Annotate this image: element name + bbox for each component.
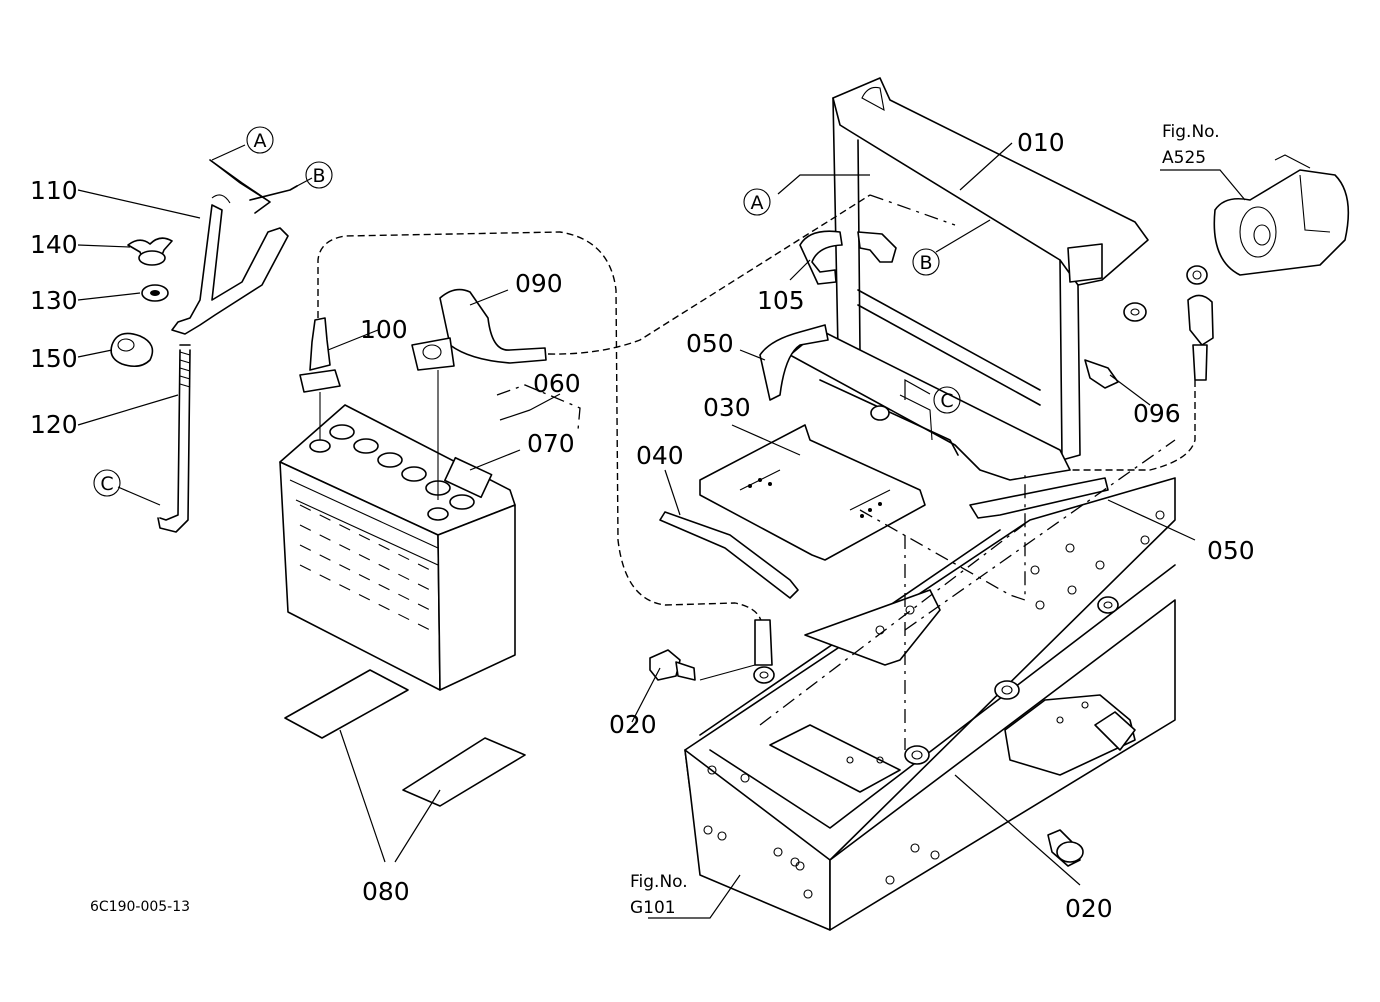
- starter-cable-end: [1186, 265, 1214, 381]
- rubber-sleeve-150: [110, 332, 154, 368]
- label-030: 030: [703, 393, 751, 422]
- assembly-line-4: [904, 439, 1176, 631]
- label-020-left: 020: [609, 710, 657, 739]
- svg-text:B: B: [312, 165, 325, 187]
- battery-bracket-010: [789, 77, 1149, 481]
- assembly-line-1: [859, 470, 1026, 601]
- negative-cable-100: [299, 317, 341, 440]
- svg-text:C: C: [100, 473, 113, 495]
- drawing-code: 6C190-005-13: [90, 899, 190, 915]
- label-080: 080: [362, 877, 410, 906]
- washer-130: [141, 284, 169, 302]
- svg-text:A: A: [751, 192, 764, 214]
- label-130: 130: [30, 286, 78, 315]
- j-bolt-120: [157, 344, 191, 533]
- label-105: 105: [757, 286, 805, 315]
- label-140: 140: [30, 230, 78, 259]
- svg-text:A: A: [254, 130, 267, 152]
- rubber-strip-050-upper: [759, 324, 829, 401]
- positive-cable-run: [547, 194, 871, 355]
- label-100: 100: [360, 315, 408, 344]
- svg-text:C: C: [940, 390, 953, 412]
- clip-096: [1084, 359, 1119, 389]
- battery-hold-down-rod-110: [171, 194, 289, 335]
- bracket-clip-upper: [857, 231, 897, 263]
- label-050-lower: 050: [1207, 536, 1255, 565]
- connector-rod-a-b: [209, 159, 298, 214]
- label-050-upper: 050: [686, 329, 734, 358]
- negative-cable-run: [317, 231, 763, 626]
- leader-lines: [77, 142, 1246, 919]
- label-150: 150: [30, 344, 78, 373]
- fig-ref-starter-number: A525: [1162, 148, 1206, 168]
- label-110: 110: [30, 176, 78, 205]
- battery-insulator-pads-080: [284, 669, 526, 807]
- rubber-strip-050-lower: [969, 477, 1109, 519]
- ref-marker-b-left: B: [305, 161, 333, 189]
- fig-ref-frame-number: G101: [630, 898, 676, 918]
- label-070: 070: [527, 429, 575, 458]
- battery-bolt-line: [496, 384, 581, 431]
- starter-cable-run: [1070, 380, 1196, 471]
- label-040: 040: [636, 441, 684, 470]
- vehicle-frame-G101: [684, 477, 1176, 931]
- label-090: 090: [515, 269, 563, 298]
- starter-motor-A525: [1213, 154, 1350, 276]
- battery-070: [279, 404, 516, 691]
- svg-text:B: B: [919, 252, 932, 274]
- battery-tray-030: [699, 424, 926, 561]
- ground-terminal: [699, 619, 775, 684]
- label-060: 060: [533, 369, 581, 398]
- label-120: 120: [30, 410, 78, 439]
- ref-marker-c-left: C: [93, 469, 121, 497]
- ref-marker-c-right: C: [933, 386, 961, 414]
- ref-marker-b-right: B: [912, 248, 940, 276]
- rubber-strip-040: [659, 511, 799, 599]
- ref-marker-a-right: A: [743, 188, 771, 216]
- wing-nut-140: [127, 237, 173, 266]
- assembly-line-5: [869, 194, 956, 226]
- label-096: 096: [1133, 399, 1181, 428]
- bolt-020-right: [1047, 829, 1084, 867]
- positive-cable-090: [411, 288, 547, 500]
- label-020-right: 020: [1065, 894, 1113, 923]
- starter-terminal-nut: [1123, 302, 1147, 322]
- ref-marker-a-left: A: [246, 126, 274, 154]
- assembly-line-3: [759, 519, 1031, 726]
- fig-ref-starter-title: Fig.No.: [1162, 122, 1220, 142]
- strap-105: [799, 230, 843, 285]
- fig-ref-frame-title: Fig.No.: [630, 872, 688, 892]
- label-010: 010: [1017, 128, 1065, 157]
